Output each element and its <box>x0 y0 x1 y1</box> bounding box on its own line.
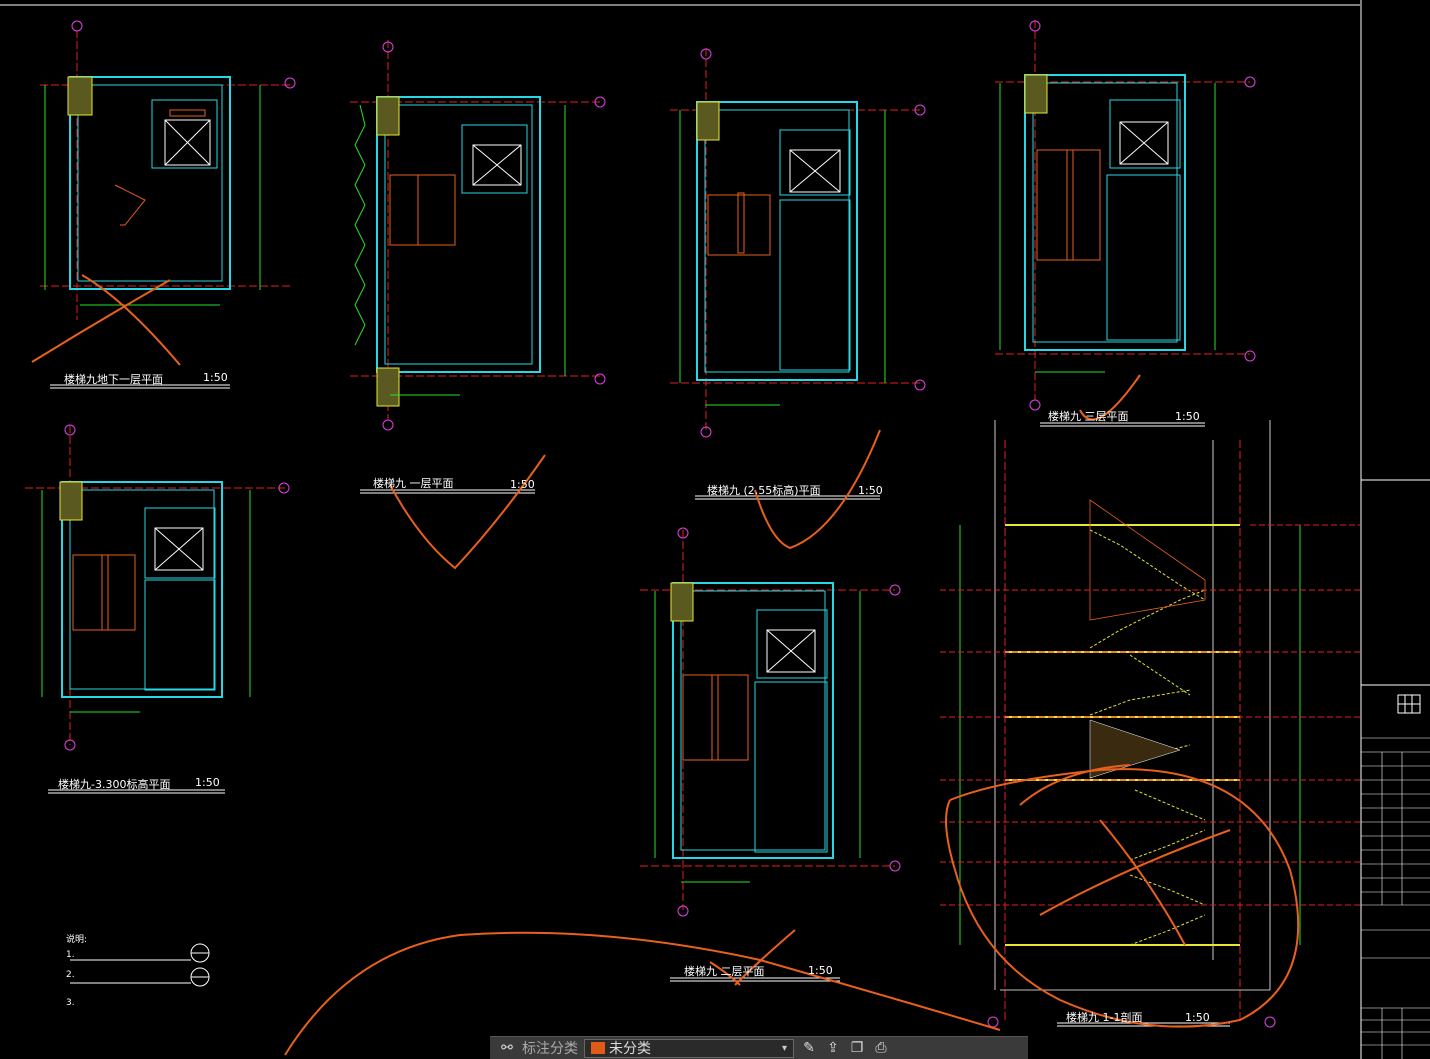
view-title-third-floor: 楼梯九 三层平面 <box>1048 410 1129 423</box>
notes-line-3: 3. <box>66 998 75 1008</box>
chevron-down-icon: ▾ <box>781 1042 787 1054</box>
annotation-toolbar: ⚯ 标注分类 未分类 ▾ ✎ ⇪ ❐ ⎙ <box>490 1036 1028 1059</box>
markup-annotations <box>31 274 1300 1056</box>
plan-third-floor <box>995 20 1256 411</box>
view-scale-2-55: 1:50 <box>858 484 883 497</box>
binoculars-icon[interactable]: ⚯ <box>501 1040 513 1056</box>
plan-minus-3-300 <box>25 424 290 751</box>
share-icon[interactable]: ⇪ <box>827 1040 839 1056</box>
edit-icon[interactable]: ✎ <box>803 1040 815 1056</box>
title-underlines <box>48 384 1230 1027</box>
plan-second-floor <box>640 527 901 917</box>
notes-line-2: 2. <box>66 970 75 980</box>
layer-dropdown[interactable]: 未分类 ▾ <box>584 1038 794 1058</box>
notes-heading: 说明: <box>66 935 88 945</box>
view-title-2-55: 楼梯九 (2.55标高)平面 <box>707 484 821 497</box>
view-scale-third-floor: 1:50 <box>1175 410 1200 423</box>
view-title-section: 楼梯九 1-1剖面 <box>1066 1011 1143 1024</box>
view-scale-basement: 1:50 <box>203 371 228 384</box>
print-icon[interactable]: ⎙ <box>875 1040 887 1056</box>
view-scale-first-floor: 1:50 <box>510 478 535 491</box>
view-title-basement: 楼梯九地下一层平面 <box>64 373 163 386</box>
plan-first-floor <box>350 40 606 431</box>
view-scale-minus-3-300: 1:50 <box>195 776 220 789</box>
view-scale-second-floor: 1:50 <box>808 964 833 977</box>
layer-dropdown-value: 未分类 <box>609 1041 651 1057</box>
annotation-category-label: 标注分类 <box>522 1041 578 1057</box>
plan-2-55 <box>670 48 926 438</box>
notes-line-1: 1. <box>66 950 75 960</box>
notes-references <box>70 943 210 987</box>
view-title-second-floor: 楼梯九 二层平面 <box>684 965 765 978</box>
view-title-minus-3-300: 楼梯九-3.300标高平面 <box>58 778 171 791</box>
view-scale-section: 1:50 <box>1185 1011 1210 1024</box>
copy-icon[interactable]: ❐ <box>850 1040 864 1056</box>
layer-color-swatch <box>591 1042 605 1054</box>
plan-basement <box>40 20 296 320</box>
title-block <box>1360 0 1430 1059</box>
view-title-first-floor: 楼梯九 一层平面 <box>373 477 454 490</box>
